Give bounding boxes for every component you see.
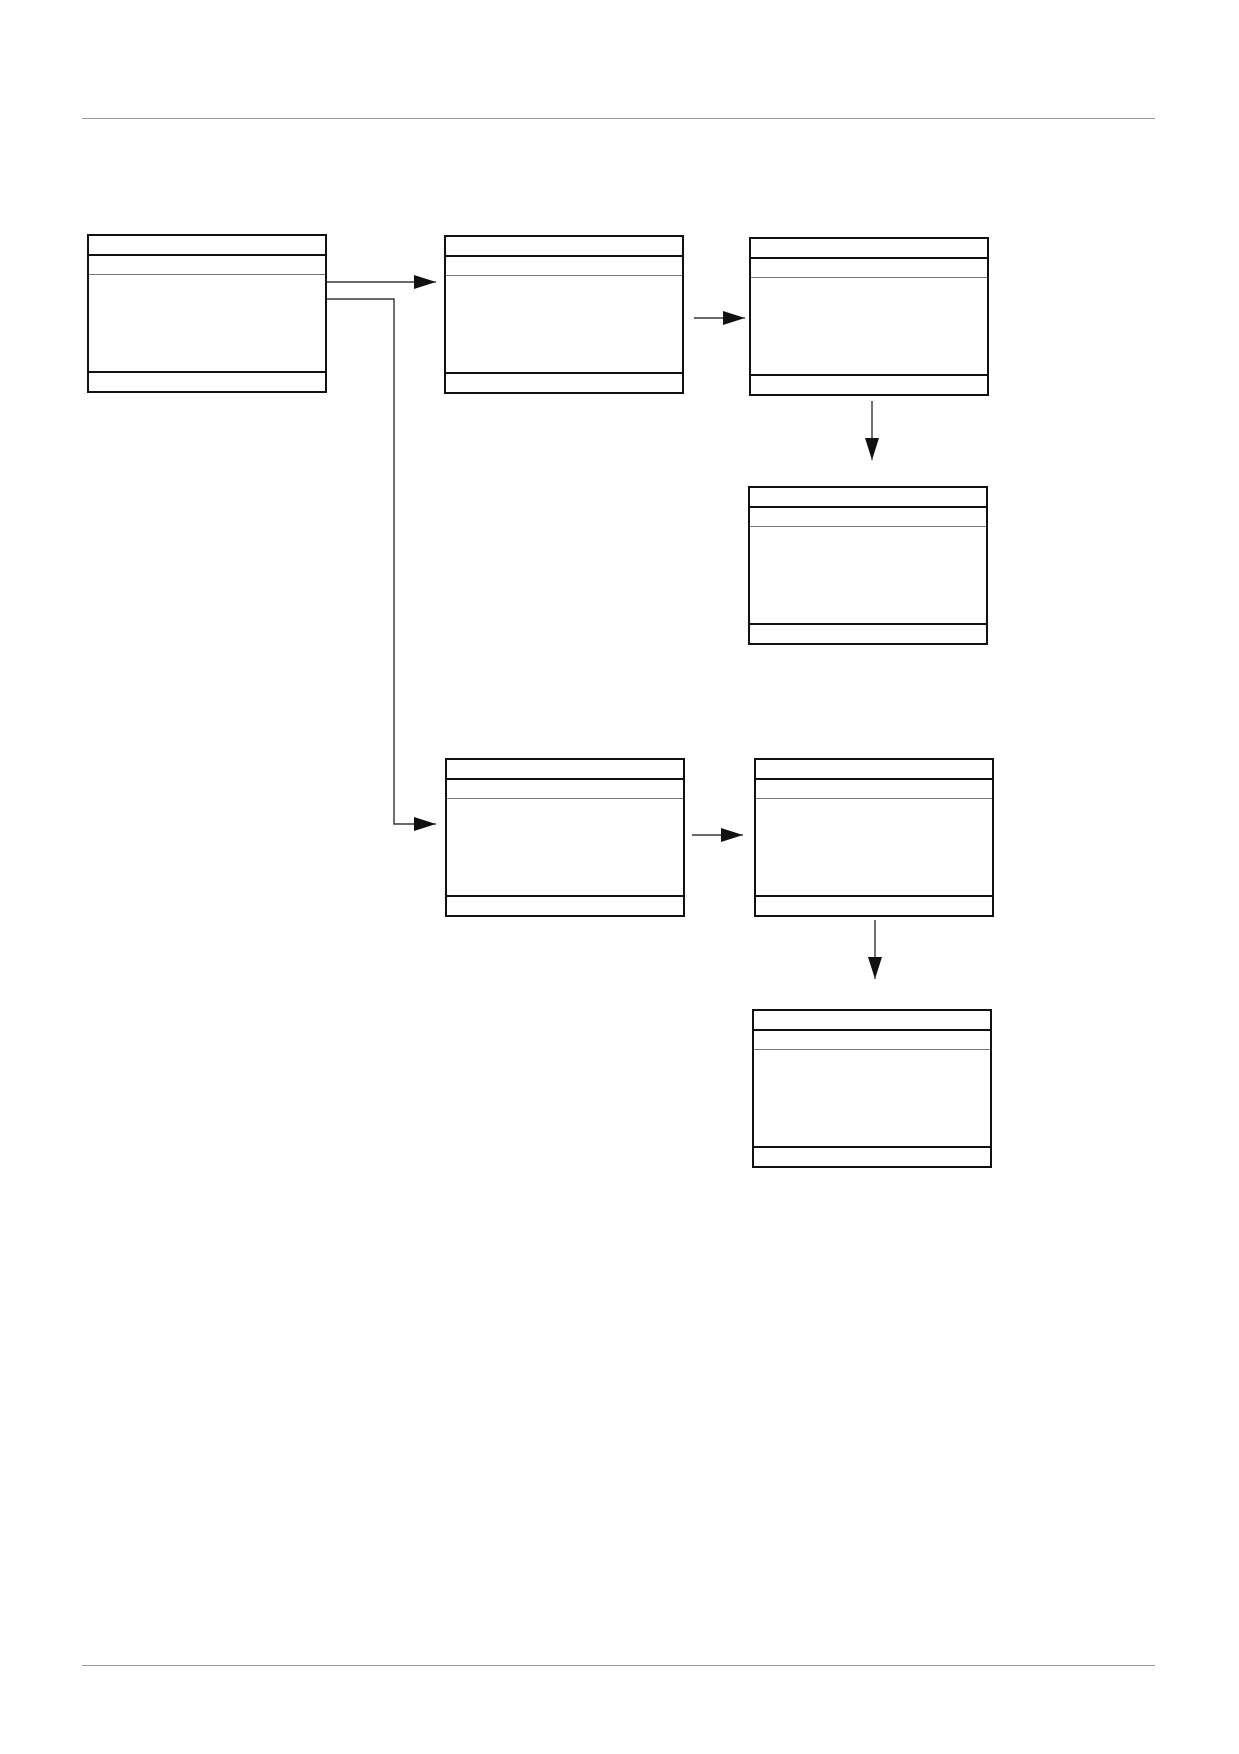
screen-title-bar — [756, 760, 992, 780]
screen-sub-bar — [756, 780, 992, 799]
screen-4 — [748, 486, 988, 645]
screen-footer-bar — [447, 895, 683, 915]
screen-sub-bar — [447, 780, 683, 799]
screen-5 — [445, 758, 685, 917]
screen-1 — [87, 234, 327, 393]
page-header-rule — [82, 118, 1155, 119]
screen-sub-bar — [446, 257, 682, 276]
screen-title-bar — [754, 1011, 990, 1031]
screen-sub-bar — [750, 508, 986, 527]
screen-sub-bar — [89, 256, 325, 275]
screen-3 — [749, 237, 989, 396]
screen-7 — [752, 1009, 992, 1168]
screen-title-bar — [750, 488, 986, 508]
screen-footer-bar — [446, 372, 682, 392]
screen-footer-bar — [750, 623, 986, 643]
screen-footer-bar — [751, 374, 987, 394]
screen-footer-bar — [754, 1146, 990, 1166]
page-footer-rule — [82, 1665, 1155, 1666]
screen-title-bar — [89, 236, 325, 256]
screen-title-bar — [447, 760, 683, 780]
arrow-screen-1-to-screen-5 — [327, 298, 436, 831]
screen-2 — [444, 235, 684, 394]
screen-title-bar — [751, 239, 987, 259]
screen-sub-bar — [751, 259, 987, 278]
screen-footer-bar — [89, 371, 325, 391]
screen-6 — [754, 758, 994, 917]
screen-title-bar — [446, 237, 682, 257]
screen-footer-bar — [756, 895, 992, 915]
screen-sub-bar — [754, 1031, 990, 1050]
